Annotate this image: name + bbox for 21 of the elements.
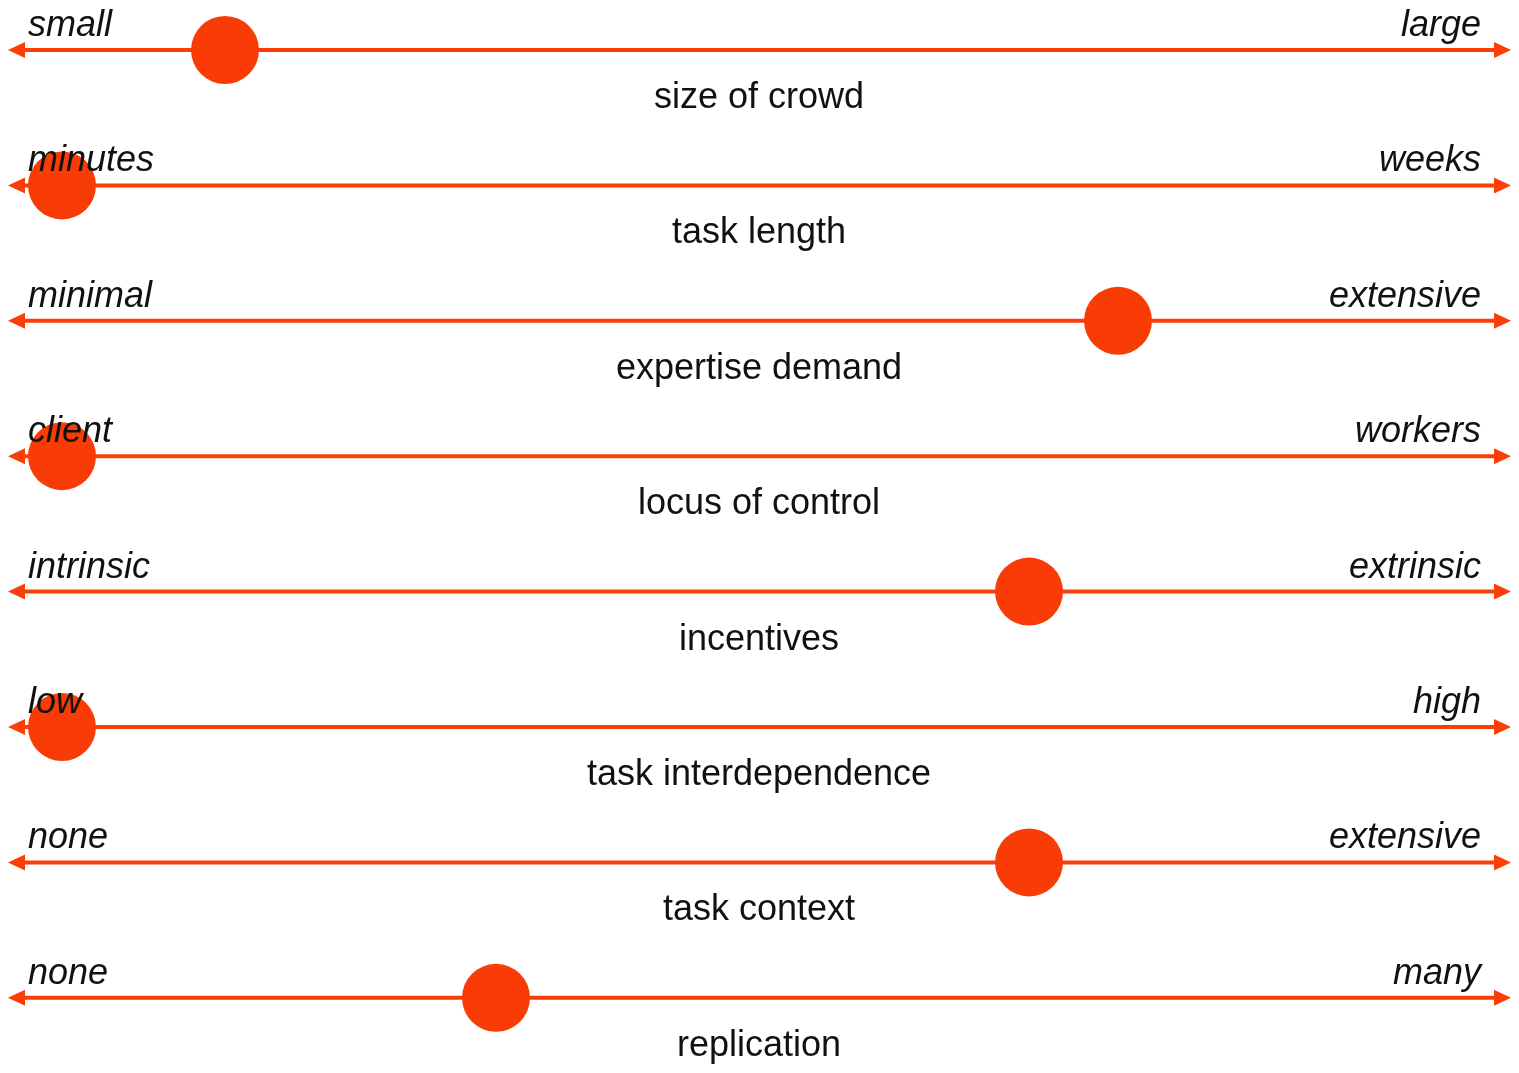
scale-maximum-label: extensive <box>1328 818 1481 855</box>
scale-maximum-label: extrinsic <box>1348 547 1481 584</box>
scale-maximum-label: workers <box>1354 412 1481 449</box>
scale-maximum-label: extensive <box>1328 276 1481 313</box>
scale-maximum-label: high <box>1412 683 1481 719</box>
scale-maximum-label: weeks <box>1378 141 1481 178</box>
scale-minimum-label: intrinsic <box>28 547 151 584</box>
dimension-label: task interdependence <box>586 755 932 791</box>
dimension-label: replication <box>676 1025 842 1062</box>
scale-minimum-label: minimal <box>28 276 152 313</box>
dimension-label: task length <box>671 213 847 250</box>
dimension-label: task context <box>662 890 856 927</box>
dimension-label: locus of control <box>637 484 881 521</box>
scale-maximum-label: many <box>1392 953 1481 990</box>
scale-minimum-label: small <box>28 6 112 42</box>
dimension-label: size of crowd <box>653 78 865 114</box>
scale-minimum-label: none <box>28 818 109 855</box>
dimension-label: expertise demand <box>615 348 903 385</box>
dimension-label: incentives <box>678 619 840 656</box>
scale-minimum-label: none <box>28 953 109 990</box>
scale-maximum-label: large <box>1400 6 1481 42</box>
